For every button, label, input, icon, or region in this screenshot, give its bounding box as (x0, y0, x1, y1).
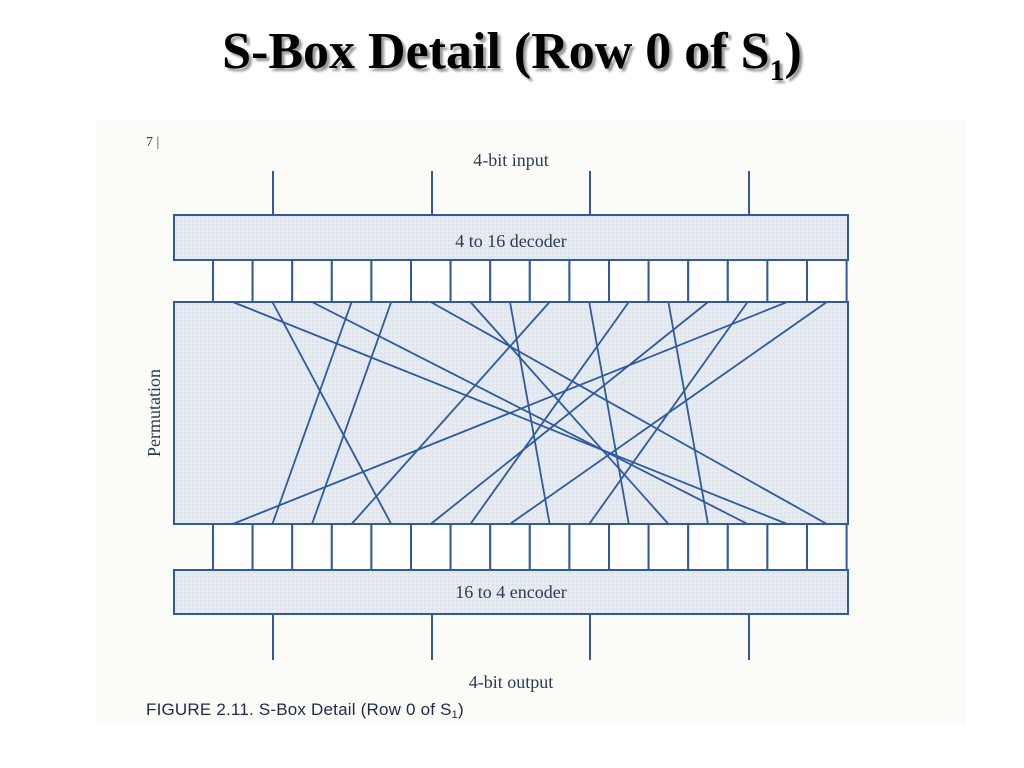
decoder-slot (528, 259, 571, 303)
margin-mark: 7 | (146, 135, 159, 150)
encoder-slot (568, 523, 611, 571)
encoder-slot (766, 523, 809, 571)
encoder-slot (370, 523, 412, 571)
decoder-slot (489, 259, 531, 303)
caption-subscript: 1 (451, 709, 458, 721)
decoder-slot (370, 259, 412, 303)
decoder-slot (647, 259, 690, 303)
decoder-slot (726, 259, 769, 303)
permutation-wire (430, 301, 709, 525)
decoder-slot (410, 259, 452, 303)
title-main: S-Box Detail (Row 0 of S (222, 23, 770, 80)
encoder-slot (806, 523, 848, 571)
input-label: 4-bit input (473, 150, 549, 170)
caption-end: ) (457, 700, 464, 719)
decoder-slot (568, 259, 611, 303)
encoder-input-slots (212, 523, 848, 571)
encoder-slot (251, 523, 294, 571)
slide-title: S-Box Detail (Row 0 of S1) (0, 22, 1024, 88)
encoder-slot (687, 523, 729, 571)
decoder-output-slots (212, 259, 848, 303)
permutation-wire (509, 301, 828, 525)
title-end: ) (784, 23, 802, 80)
output-label: 4-bit output (469, 672, 554, 692)
permutation-wire (350, 301, 551, 525)
decoder-slot (449, 259, 492, 303)
decoder-slot (766, 259, 809, 303)
figure-caption: FIGURE 2.11. S-Box Detail (Row 0 of S1) (146, 700, 464, 721)
encoder-slot (528, 523, 571, 571)
permutation-wire (232, 301, 788, 525)
caption-main: FIGURE 2.11. S-Box Detail (Row 0 of S (146, 700, 452, 719)
input-lines (272, 171, 750, 215)
permutation-wires (232, 301, 828, 525)
decoder-slot (212, 259, 254, 303)
permutation-wire (430, 301, 828, 525)
encoder-slot (489, 523, 531, 571)
title-subscript: 1 (769, 54, 785, 87)
output-lines (272, 614, 750, 660)
permutation-wire (469, 301, 630, 525)
encoder-label: 16 to 4 encoder (455, 582, 566, 602)
decoder-slot (330, 259, 373, 303)
decoder-slot (251, 259, 294, 303)
encoder-slot (647, 523, 690, 571)
permutation-wire (271, 301, 353, 525)
permutation-label: Permutation (144, 369, 164, 457)
encoder-slot (212, 523, 254, 571)
encoder-slot (608, 523, 650, 571)
encoder-slot (330, 523, 373, 571)
decoder-slot (291, 259, 333, 303)
encoder-box (173, 569, 849, 615)
permutation-wire (667, 301, 709, 525)
decoder-slot (687, 259, 729, 303)
decoder-slot (608, 259, 650, 303)
decoder-label: 4 to 16 decoder (455, 231, 566, 251)
encoder-slot (291, 523, 333, 571)
decoder-slot (806, 259, 848, 303)
encoder-slot (410, 523, 452, 571)
encoder-slot (449, 523, 492, 571)
permutation-wire (588, 301, 630, 525)
permutation-wire (271, 301, 392, 525)
encoder-slot (726, 523, 769, 571)
